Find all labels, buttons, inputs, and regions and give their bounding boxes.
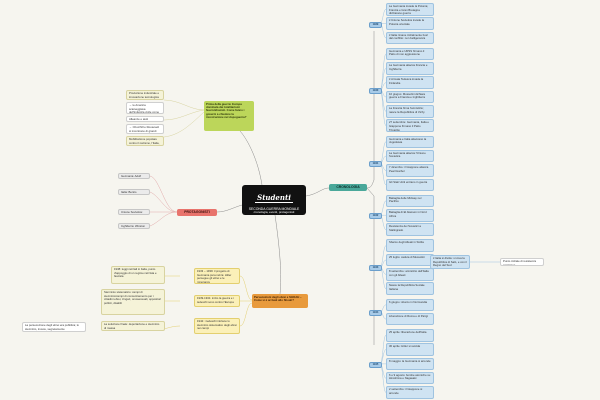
- cronologia-event[interactable]: Sbarco degli Alleati in Sicilia: [386, 239, 434, 252]
- protagonist-item[interactable]: Inghilterra: Winston Churchill: [118, 223, 150, 229]
- persecution-item[interactable]: 1942: i tedeschi iniziano lo sterminio s…: [194, 318, 240, 334]
- persecution-item[interactable]: La soluzione finale: deportazione e ster…: [101, 321, 165, 331]
- year-badge[interactable]: 1941: [369, 161, 382, 168]
- branch-persecuzioni[interactable]: Persecuzioni degli ebrei e SHOAH – Come …: [252, 294, 308, 308]
- wire-central-prot: [216, 204, 243, 213]
- persecution-item[interactable]: 1933 – 1939: il progetto di Germania pur…: [194, 268, 240, 284]
- cronologia-event[interactable]: 27 settembre: Germania, Italia e Giappon…: [386, 119, 434, 132]
- cronologia-event[interactable]: L'Italia rimane inizialmente fuori dal c…: [386, 31, 434, 45]
- cronologia-event[interactable]: 30 aprile: Hitler si suicida: [386, 343, 434, 356]
- cronologia-event[interactable]: Liberazione di Roma e di Parigi: [386, 312, 434, 326]
- protagonist-item[interactable]: Germania: Adolf Hitler: [118, 173, 150, 179]
- year-badge[interactable]: 1944: [369, 309, 382, 316]
- cronologia-event[interactable]: 2 settembre: il Giappone si arrende: [386, 386, 434, 399]
- cronologia-event[interactable]: 6 giugno: sbarco in Normandia: [386, 298, 434, 311]
- cause-item[interactable]: → le America scarseggiava dell'industria…: [126, 102, 164, 114]
- cronologia-side-box[interactable]: L'Italia si divide: si crea la Repubblic…: [430, 255, 470, 269]
- central-subtitle: cronologia, eventi, protagonisti: [253, 210, 295, 215]
- cronologia-event[interactable]: Germania e URSS firmano il Patto di non …: [386, 47, 434, 61]
- studenti-logo: Studenti: [255, 193, 293, 203]
- cronologia-event[interactable]: 25 aprile: liberazione dell'Italia: [386, 329, 434, 342]
- cronologia-event[interactable]: Resistenza dei Sovietici a Stalingrado: [386, 223, 434, 236]
- cronologia-event[interactable]: Battaglia delle Midway nel Pacifico: [386, 194, 434, 208]
- protagonist-item[interactable]: Italia: Benito Mussolini: [118, 189, 150, 195]
- cronologia-event[interactable]: 6 e 9 agosto: bombe atomiche su Hiroshim…: [386, 371, 434, 385]
- year-badge[interactable]: 1940: [369, 87, 382, 94]
- year-badge[interactable]: 1945: [369, 361, 382, 368]
- branch-cronologia[interactable]: CRONOLOGIA: [329, 184, 367, 191]
- cause-item[interactable]: Alleanze e aiuti: [126, 116, 164, 122]
- persecution-note[interactable]: La persecuzione degli ebrei era pubblica…: [22, 322, 86, 332]
- cause-item[interactable]: Produzione industriale e innovazione tec…: [126, 90, 164, 100]
- cronologia-event[interactable]: La Francia firma l'armistizio; nasce la …: [386, 105, 434, 118]
- cronologia-event[interactable]: 7 dicembre: il Giappone attacca Pearl Ha…: [386, 164, 434, 177]
- cronologia-event[interactable]: La Germania attacca Francia e Inghilterr…: [386, 62, 434, 75]
- branch-cause[interactable]: Prima della guerra: Europa dominata dai …: [204, 101, 254, 131]
- protagonist-item[interactable]: Unione Sovietica: Iosif Stalin: [118, 209, 150, 215]
- cronologia-event[interactable]: 8 maggio: la Germania si arrende: [386, 357, 434, 371]
- wire-cron-spine: [366, 179, 375, 189]
- cronologia-side-note[interactable]: Punto iniziale di resistenza partigiana: [500, 258, 544, 266]
- cronologia-event[interactable]: Gli Stati Uniti entrano in guerra: [386, 178, 434, 191]
- wire-pers-items: [239, 275, 253, 301]
- cronologia-event[interactable]: Germania e Italia attaccano la Jugoslavi…: [386, 135, 434, 148]
- central-topic[interactable]: Studenti SECONDA GUERRA MONDIALE cronolo…: [242, 185, 306, 215]
- year-badge[interactable]: 1942: [369, 213, 382, 220]
- wire-central-cause: [239, 130, 263, 186]
- cronologia-event[interactable]: 10 giugno: Mussolini dichiara guerra a F…: [386, 90, 434, 104]
- wire-central-cron: [305, 187, 330, 197]
- persecution-item[interactable]: 1938: leggi razziali in Italia, punto d'…: [111, 266, 165, 284]
- cronologia-event[interactable]: 25 luglio: caduta di Mussolini: [386, 253, 434, 267]
- cause-item[interactable]: Mobilitazione popolare contro il nazismo…: [126, 136, 164, 146]
- cronologia-event[interactable]: 8 settembre: armistizio dell'Italia con …: [386, 268, 434, 281]
- cronologia-event[interactable]: L'Armata Tedesca invade la Finlandia: [386, 76, 434, 89]
- persecution-item[interactable]: 1939-1941: inizio la guerra e i tedeschi…: [194, 295, 240, 307]
- year-badge[interactable]: 1939: [369, 21, 382, 28]
- cronologia-event[interactable]: Battaglia di El Alamein in Nord Africa: [386, 209, 434, 222]
- wire-central-pers: [274, 214, 282, 295]
- cause-item[interactable]: → Churchill e Roosevelt si incontrano di…: [126, 124, 164, 134]
- cronologia-event[interactable]: Nasce la Repubblica Sociale Italiana: [386, 282, 434, 295]
- cronologia-event[interactable]: La Germania invade la Polonia; Francia e…: [386, 3, 434, 16]
- wire-prot-items: [149, 175, 178, 213]
- central-title: SECONDA GUERRA MONDIALE: [248, 207, 300, 211]
- cronologia-event[interactable]: L'Unione Sovietica invade la Polonia ori…: [386, 17, 434, 30]
- wire-cause-items: [163, 99, 205, 111]
- persecution-item[interactable]: Sterminio sistematico: campi di stermini…: [101, 289, 165, 315]
- cronologia-event[interactable]: La Germania attacca l'Unione Sovietica: [386, 149, 434, 163]
- branch-protagonisti[interactable]: PROTAGONISTI: [177, 209, 217, 216]
- year-badge[interactable]: 1943: [369, 265, 382, 272]
